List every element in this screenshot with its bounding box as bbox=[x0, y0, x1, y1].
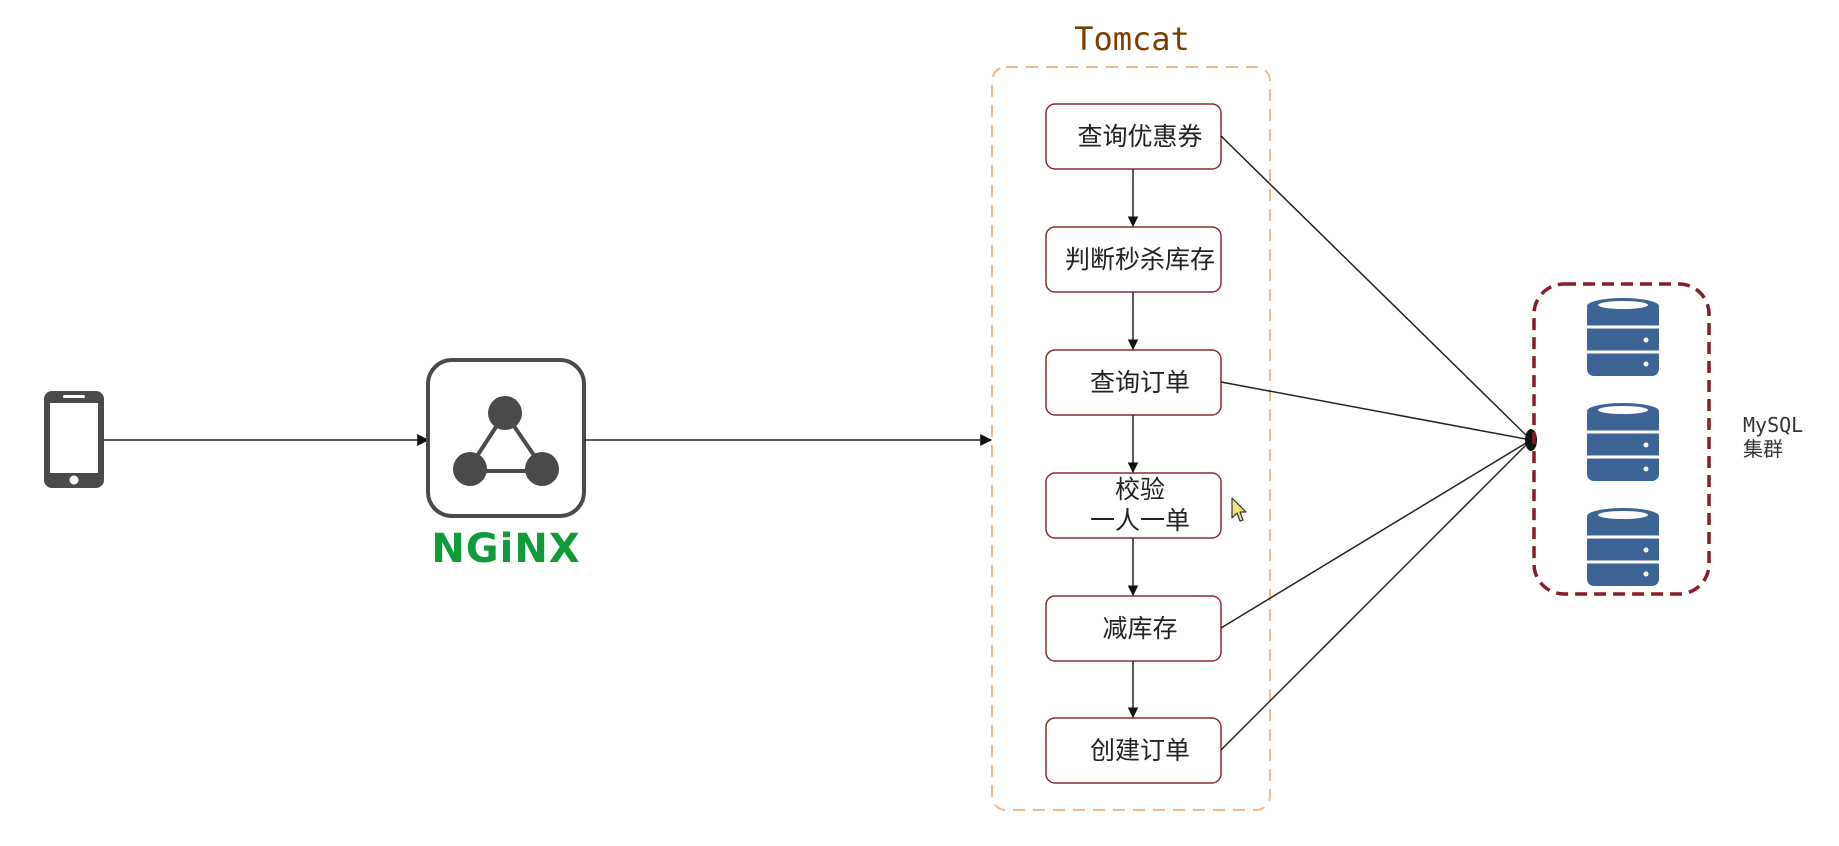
tomcat-container bbox=[991, 66, 1271, 811]
step-box: 减库存 bbox=[1045, 595, 1222, 662]
mouse-cursor-icon bbox=[1231, 497, 1247, 522]
step-box: 判断秒杀库存 bbox=[1045, 226, 1222, 293]
mysql-cluster-container bbox=[1532, 282, 1711, 596]
database-icon bbox=[1587, 298, 1659, 376]
mysql-label-cluster: 集群 bbox=[1743, 437, 1783, 461]
tomcat-title: Tomcat bbox=[1074, 20, 1190, 58]
database-icon bbox=[1587, 508, 1659, 586]
step-box: 校验 一人一单 bbox=[1045, 472, 1222, 539]
step-label: 查询订单 bbox=[1090, 368, 1190, 397]
phone-icon bbox=[44, 391, 104, 488]
db-connections bbox=[1220, 135, 1532, 751]
step-label: 减库存 bbox=[1102, 614, 1177, 643]
mysql-label: MySQL bbox=[1743, 413, 1803, 437]
nginx-icon bbox=[426, 358, 586, 518]
step-box: 创建订单 bbox=[1045, 717, 1222, 784]
nginx-logo-text: NGiNX bbox=[431, 526, 580, 572]
step-box: 查询订单 bbox=[1045, 349, 1222, 416]
step-label: 创建订单 bbox=[1090, 736, 1190, 765]
step-box: 查询优惠券 bbox=[1045, 103, 1222, 170]
step-label: 判断秒杀库存 bbox=[1065, 245, 1215, 274]
step-label: 校验 bbox=[1115, 475, 1165, 504]
step-label: 一人一单 bbox=[1090, 506, 1190, 535]
step-label: 查询优惠券 bbox=[1077, 122, 1202, 151]
database-icon bbox=[1587, 403, 1659, 481]
